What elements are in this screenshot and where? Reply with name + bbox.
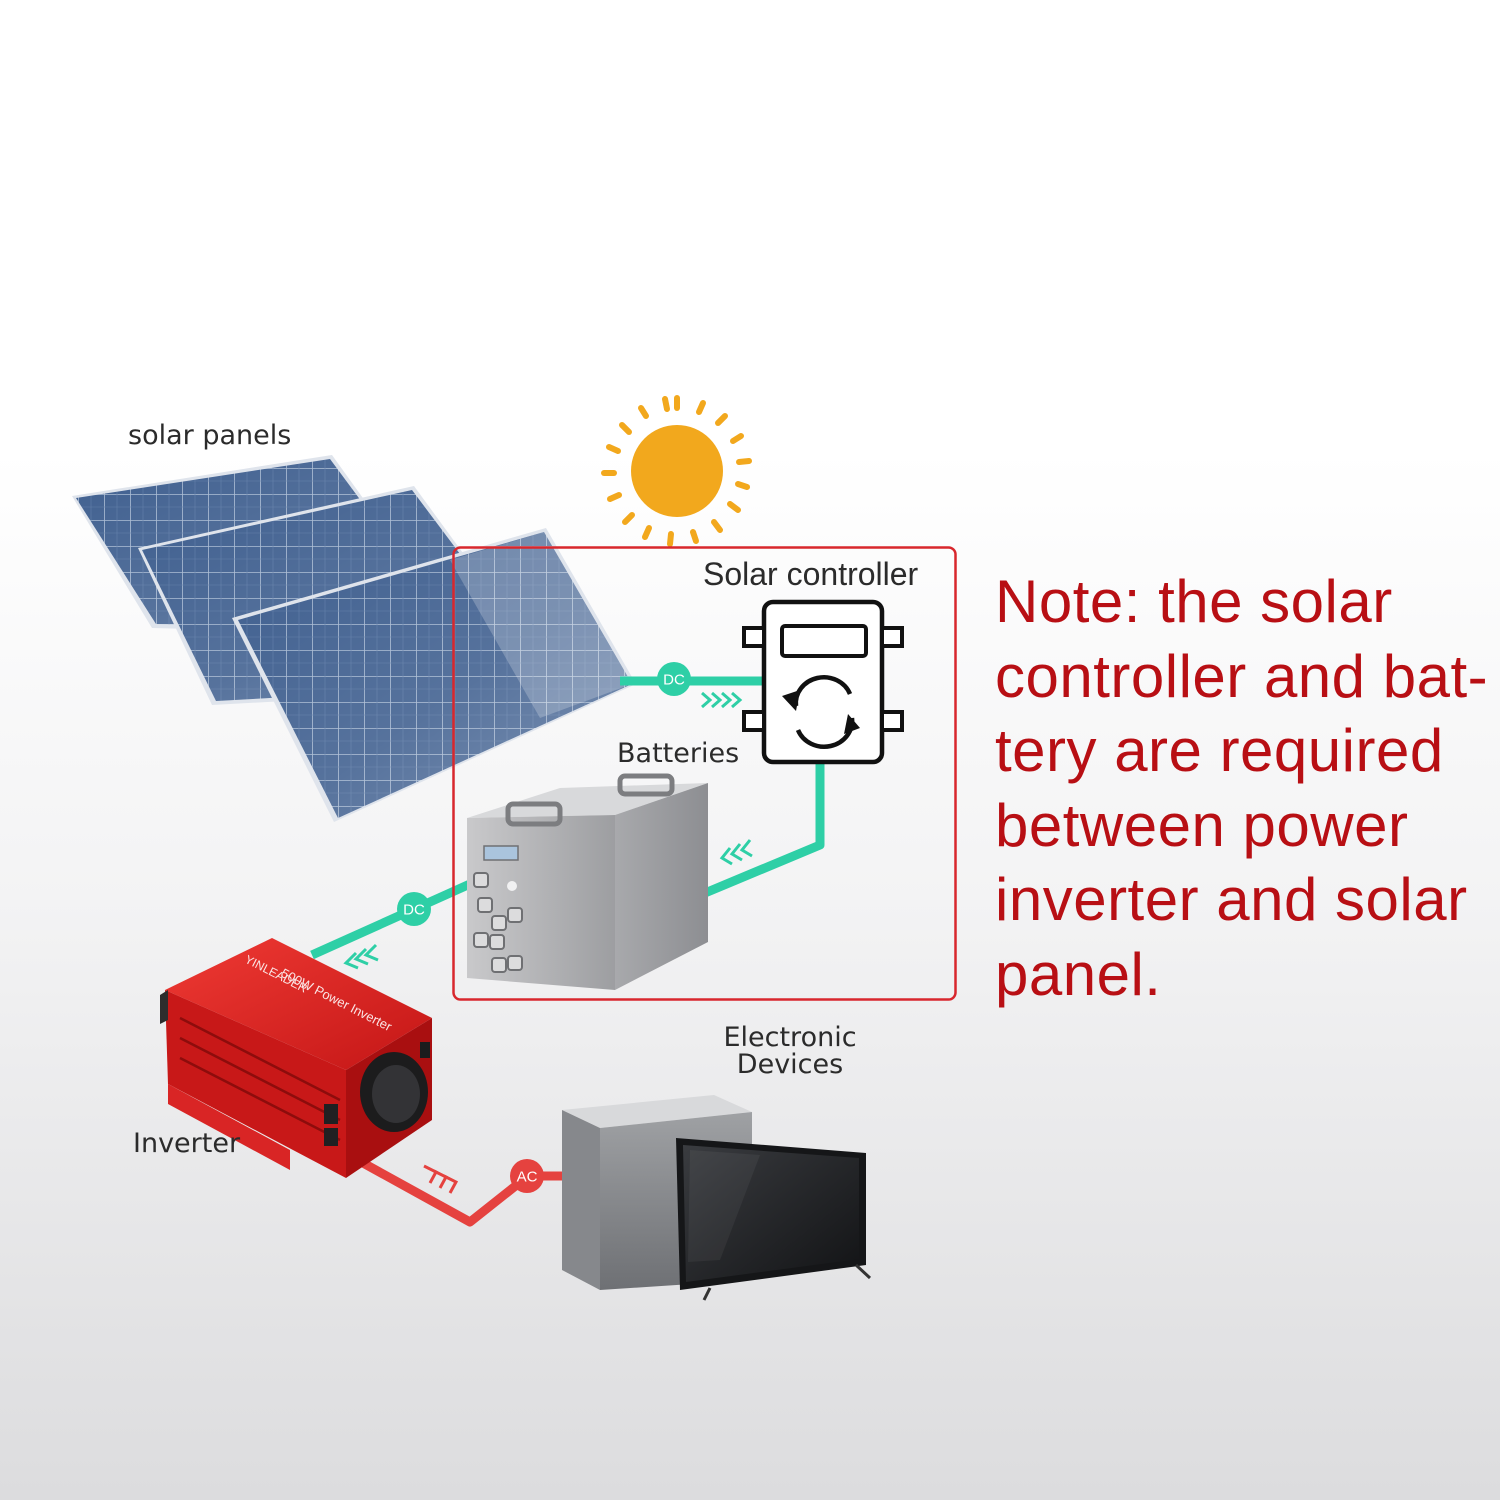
solar-panels-label: solar panels [128,420,292,451]
flow-arrows-down-left [343,943,379,970]
inverter-label: Inverter [133,1128,241,1159]
battery-pack [467,773,708,990]
dc-badge-bottom-text: DC [403,902,425,919]
dc-line-controller-battery [703,764,825,898]
ac-line-inverter-devices: AC [342,1149,568,1227]
solar-controller-label: Solar controller [703,556,919,592]
flow-arrows-right [701,691,743,709]
dc-badge-bottom [397,892,431,926]
ac-badge [510,1159,544,1193]
television [676,1138,872,1301]
batteries-label: Batteries [617,738,740,769]
sun-icon [601,395,752,547]
dc-line-panel-controller: DC [620,662,766,709]
dc-badge-top [657,662,691,696]
ac-badge-text: AC [517,1169,538,1186]
solar-panel-front [232,528,636,822]
highlight-box [452,546,957,1001]
flow-arrows-left [719,839,753,866]
flow-arrows-ac [423,1164,459,1194]
electronic-devices [562,1095,872,1301]
dc-badge-top-text: DC [663,672,685,689]
solar-panel-array [72,455,636,822]
note-text: Note: the solar controller and bat- tery… [995,568,1489,1008]
dc-line-battery-inverter: DC [310,879,472,970]
controller-refresh-icon [742,599,904,765]
electronic-devices-label: Electronic Devices [723,1022,857,1080]
